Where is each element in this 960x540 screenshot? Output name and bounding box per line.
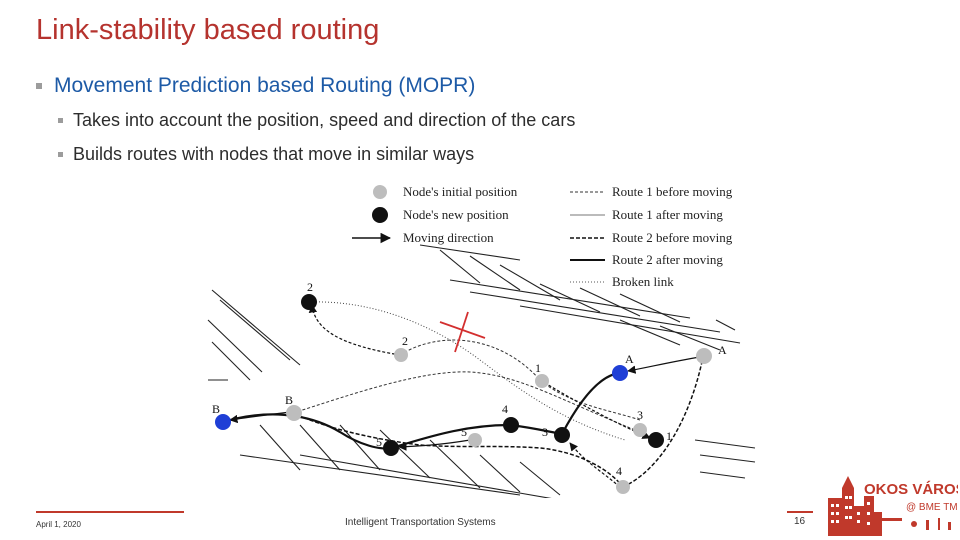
- node-B-initial: [286, 405, 302, 421]
- bullet-text: Movement Prediction based Routing (MOPR): [54, 74, 476, 97]
- node-5-initial: [468, 433, 482, 447]
- node-3-new: [554, 427, 570, 443]
- legend-initial-label: Node's initial position: [403, 184, 518, 199]
- legend-route2-before-label: Route 2 before moving: [612, 230, 733, 245]
- route1-before-path-b: [399, 339, 641, 421]
- slide-title: Link-stability based routing: [36, 14, 380, 46]
- legend-moving-label: Moving direction: [403, 230, 494, 245]
- move-arrow-2: [308, 304, 401, 356]
- legend-route2-after-label: Route 2 after moving: [612, 252, 723, 267]
- label-B-init: B: [285, 393, 293, 407]
- broken-link-path: [309, 301, 626, 441]
- bullet-text: Builds routes with nodes that move in si…: [73, 144, 475, 164]
- label-1-new: 1: [666, 429, 672, 443]
- label-2-new: 2: [307, 280, 313, 294]
- label-4-new: 4: [502, 402, 508, 416]
- node-2-new: [301, 294, 317, 310]
- legend-broken-label: Broken link: [612, 274, 674, 289]
- node-A-initial: [696, 348, 712, 364]
- label-A-init: A: [718, 343, 727, 357]
- bullet-square-icon: [58, 118, 63, 123]
- bullet-level2: Builds routes with nodes that move in si…: [58, 144, 474, 165]
- route2-before-path-b: [622, 356, 704, 488]
- node-1-initial: [535, 374, 549, 388]
- road-grid: [207, 244, 756, 498]
- node-A-new: [612, 365, 628, 381]
- node-3-initial: [633, 423, 647, 437]
- legend-initial-dot: [373, 185, 387, 199]
- footer-date: April 1, 2020: [36, 520, 81, 529]
- bullet-level1: Movement Prediction based Routing (MOPR): [36, 74, 475, 98]
- route1-before-path: [292, 371, 641, 433]
- footer-title: Intelligent Transportation Systems: [345, 517, 496, 528]
- bullet-level2: Takes into account the position, speed a…: [58, 110, 575, 131]
- node-4-initial: [616, 480, 630, 494]
- label-3-init: 3: [637, 408, 643, 422]
- legend-route1-after-label: Route 1 after moving: [612, 207, 723, 222]
- logo-line2: @ BME TMIT: [906, 502, 958, 513]
- okos-varos-logo-icon: OKOS VÁROS @ BME TMIT: [828, 476, 958, 536]
- label-4-init: 4: [616, 464, 622, 478]
- bullet-text: Takes into account the position, speed a…: [73, 110, 576, 130]
- node-1-new: [648, 432, 664, 448]
- legend-new-label: Node's new position: [403, 207, 509, 222]
- node-labels: 2 2 1 A A B B 4 3 3 1 5 5 4: [212, 280, 727, 478]
- new-nodes: [215, 294, 664, 456]
- broken-link-cross-icon: [439, 311, 486, 353]
- routes: [222, 301, 704, 488]
- route2-before-path: [292, 412, 624, 488]
- label-B-new: B: [212, 402, 220, 416]
- footer-rule-right: [787, 511, 813, 513]
- label-A-new: A: [625, 352, 634, 366]
- route2-after-path: [222, 371, 621, 450]
- legend-route1-before-label: Route 1 before moving: [612, 184, 733, 199]
- node-5-new: [383, 440, 399, 456]
- move-arrow-5: [398, 439, 471, 451]
- footer-rule-left: [36, 511, 184, 513]
- move-arrow-1: [539, 379, 651, 439]
- label-5-init: 5: [461, 425, 467, 439]
- page-number: 16: [794, 516, 806, 527]
- node-B-new: [215, 414, 231, 430]
- node-4-new: [503, 417, 519, 433]
- label-2-init: 2: [402, 334, 408, 348]
- legend-new-dot: [372, 207, 388, 223]
- move-arrow-4: [569, 442, 621, 488]
- node-2-initial: [394, 348, 408, 362]
- move-arrow-A: [627, 356, 701, 374]
- mopr-diagram: Node's initial position Node's new posit…: [207, 184, 756, 498]
- label-1-init: 1: [535, 361, 541, 375]
- bullet-square-icon: [58, 152, 63, 157]
- logo-line1: OKOS VÁROS: [864, 481, 958, 498]
- label-3-new: 3: [542, 425, 548, 439]
- move-arrow-B: [229, 411, 291, 424]
- bullet-square-icon: [36, 83, 42, 89]
- label-5-new: 5: [376, 435, 382, 449]
- legend: Node's initial position Node's new posit…: [352, 184, 733, 289]
- initial-nodes: [286, 348, 712, 494]
